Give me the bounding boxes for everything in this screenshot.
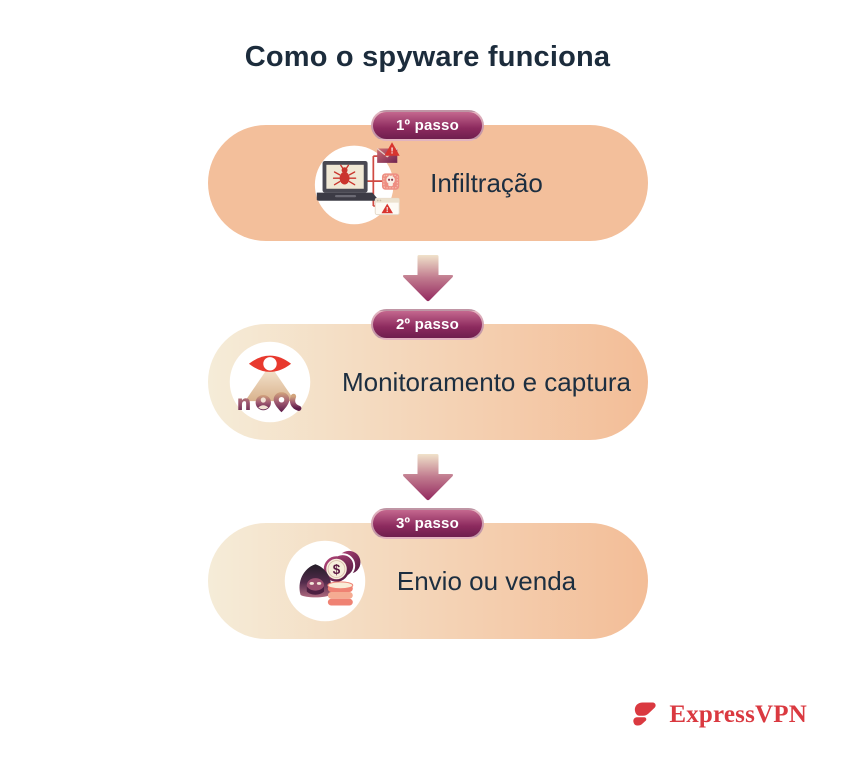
step-3-badge: 3º passo	[371, 508, 484, 539]
step-3-label: Envio ou venda	[396, 565, 577, 596]
step-3: 3º passo	[207, 508, 648, 639]
expressvpn-logo-icon	[628, 699, 660, 731]
down-arrow-icon	[400, 254, 456, 302]
step-1: 1º passo	[207, 110, 648, 241]
step-1-card: ! ! Infiltração	[207, 125, 648, 241]
svg-text:!: !	[391, 145, 394, 155]
step-2-card: n Monitoramento e captura	[207, 324, 648, 440]
step-2-badge: 2º passo	[371, 309, 484, 340]
step-1-badge: 1º passo	[371, 110, 484, 141]
svg-text:n: n	[236, 390, 251, 415]
steps-column: 1º passo	[0, 110, 855, 639]
step-3-card: $ Envio ou venda	[207, 523, 648, 639]
svg-text:!: !	[386, 206, 388, 214]
step-1-label: Infiltração	[430, 167, 543, 198]
step-2-label: Monitoramento e captura	[341, 366, 632, 397]
spyware-infiltration-icon: ! !	[312, 137, 404, 229]
svg-text:$: $	[333, 562, 341, 577]
brand-name: ExpressVPN	[669, 701, 807, 728]
send-or-sell-data-icon: $	[279, 535, 371, 627]
monitoring-capture-icon: n	[224, 336, 316, 428]
down-arrow-icon	[400, 453, 456, 501]
step-2: 2º passo	[207, 309, 648, 440]
page-title: Como o spyware funciona	[244, 41, 611, 73]
brand-logo: ExpressVPN	[628, 699, 807, 731]
